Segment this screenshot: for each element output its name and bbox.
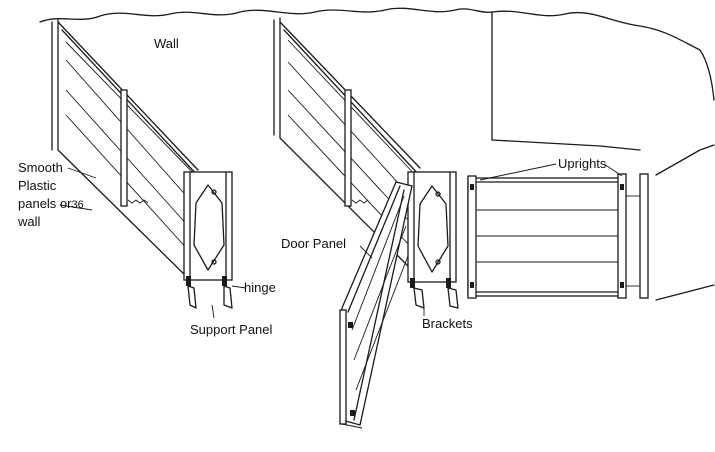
upright-right (618, 174, 626, 298)
upright-left (468, 176, 476, 298)
door-panel-label: Door Panel (281, 236, 346, 251)
door-panel (340, 182, 412, 428)
left-panel-upright (121, 90, 127, 206)
right-front-panel (468, 174, 648, 298)
smooth-label: Smooth (18, 160, 63, 175)
panels-or-label: panels or36 (18, 196, 84, 213)
middle-panel-upright (345, 90, 351, 206)
panel-count-label: 36 (71, 199, 83, 211)
support-panel-label: Support Panel (190, 322, 272, 337)
hinge-label: hinge (244, 280, 276, 295)
wall-label: Wall (154, 36, 179, 51)
left-side-panel (52, 20, 200, 280)
uprights-label: Uprights (558, 156, 606, 171)
support-panel (184, 172, 232, 308)
brackets-label: Brackets (422, 316, 473, 331)
plastic-label: Plastic (18, 178, 56, 193)
wall-alt-label: wall (18, 214, 40, 229)
support-panel-right (408, 172, 458, 308)
